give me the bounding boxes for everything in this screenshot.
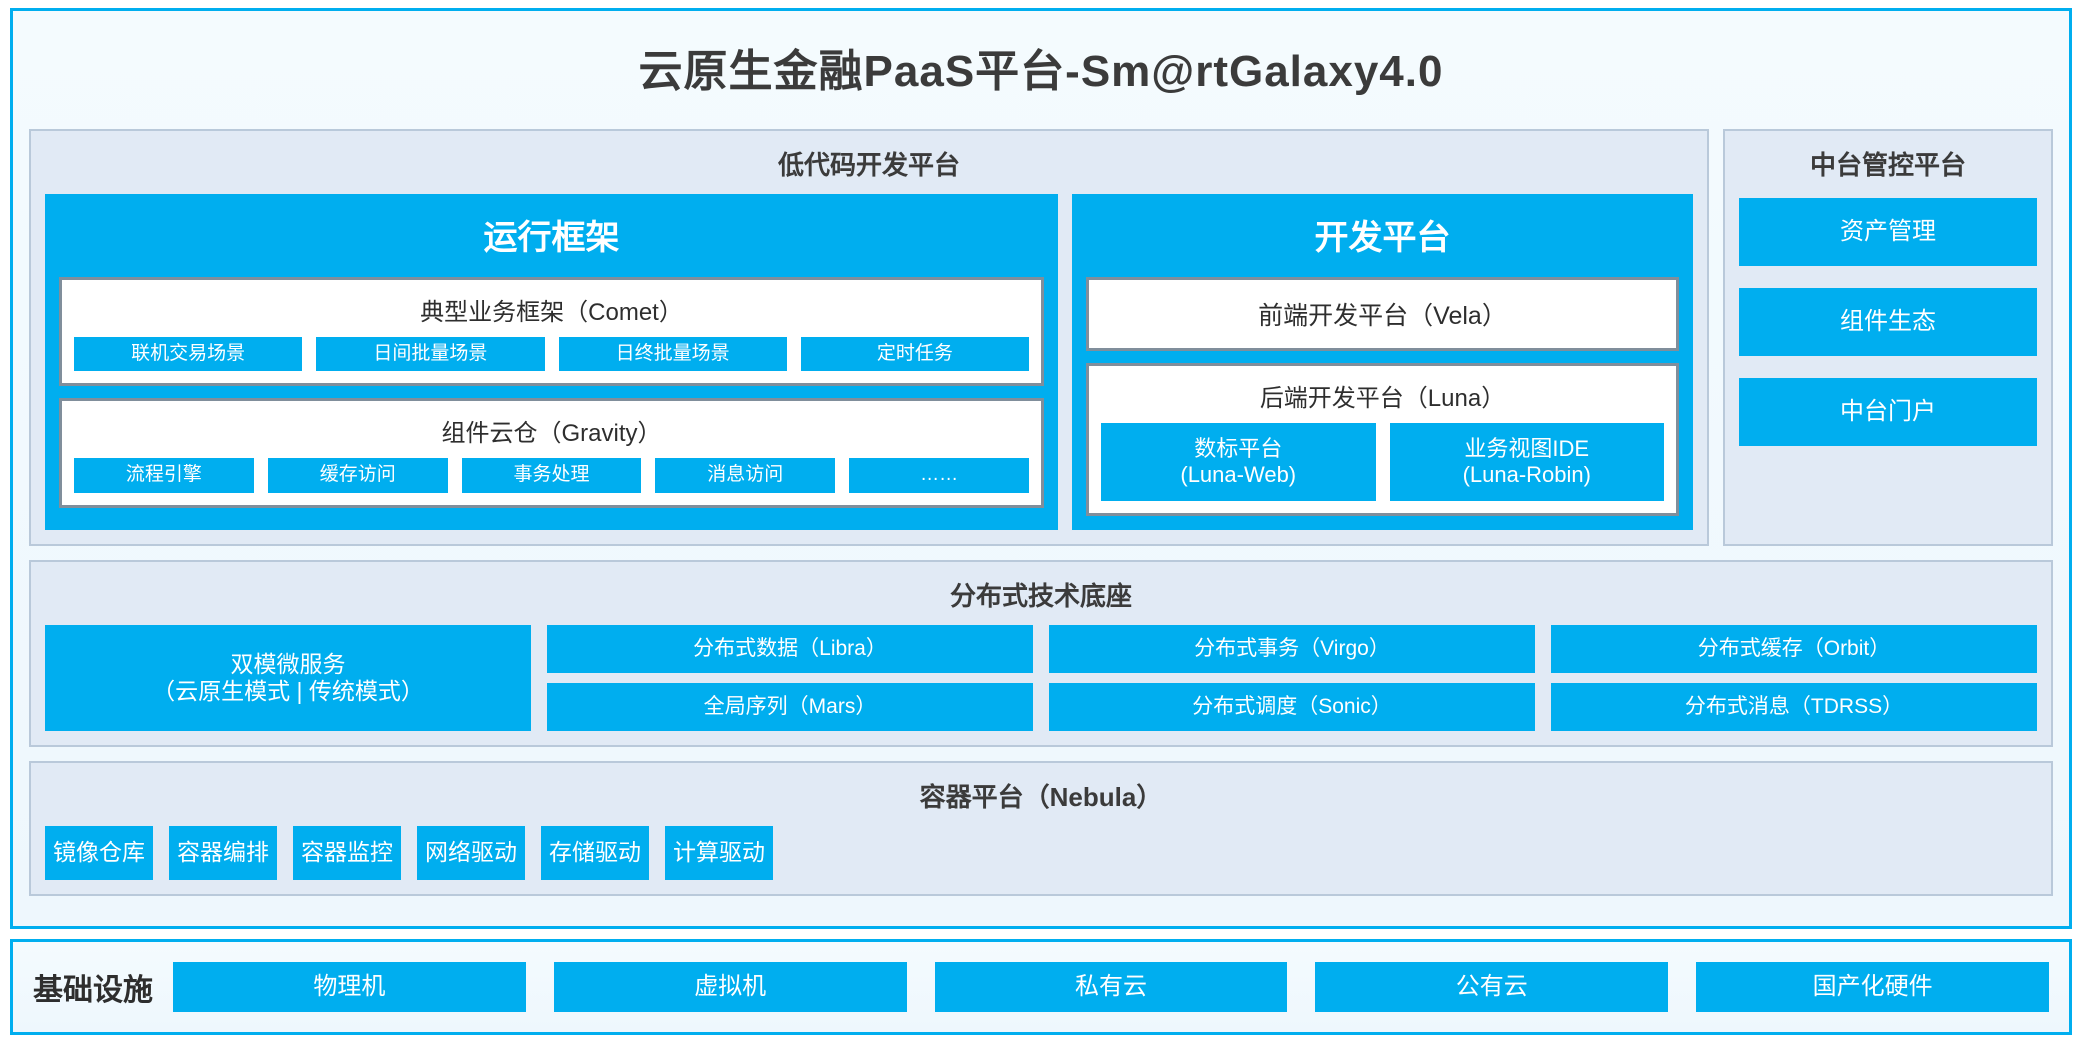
lowcode-platform-group: 低代码开发平台 运行框架 典型业务框架（Comet） 联机交易场景 日间批量场景… [29,129,1709,546]
techbase-column-1: 分布式数据（Libra） 全局序列（Mars） [547,625,1033,731]
console-item-asset-management[interactable]: 资产管理 [1739,198,2037,266]
infra-item-public-cloud[interactable]: 公有云 [1315,962,1669,1012]
development-platform-title: 开发平台 [1314,219,1451,257]
lowcode-inner: 运行框架 典型业务框架（Comet） 联机交易场景 日间批量场景 日终批量场景 … [45,194,1693,530]
techbase-item-sonic[interactable]: 分布式调度（Sonic） [1049,683,1535,731]
comet-item-4[interactable]: 定时任务 [800,337,1029,372]
container-item-orchestration[interactable]: 容器编排 [169,826,277,880]
techbase-row: 双模微服务 （云原生模式 | 传统模式） 分布式数据（Libra） 全局序列（M… [45,625,2037,731]
gravity-item-5[interactable]: …… [849,458,1029,493]
console-item-component-ecosystem[interactable]: 组件生态 [1739,288,2037,356]
infra-item-physical-machine[interactable]: 物理机 [173,962,526,1012]
comet-card: 典型业务框架（Comet） 联机交易场景 日间批量场景 日终批量场景 定时任务 [59,277,1045,387]
techbase-microservice-modes: （云原生模式 | 传统模式） [152,678,424,704]
luna-item-lunarobin-name: 业务视图IDE [1464,436,1590,462]
techbase-item-tdrss[interactable]: 分布式消息（TDRSS） [1551,683,2037,731]
console-platform-title: 中台管控平台 [1809,150,1966,180]
platform-panel: 云原生金融PaaS平台-Sm@rtGalaxy4.0 低代码开发平台 运行框架 … [10,8,2072,929]
gravity-title: 组件云仓（Gravity） [441,420,662,448]
container-item-monitoring[interactable]: 容器监控 [293,826,401,880]
vela-card[interactable]: 前端开发平台（Vela） [1086,277,1679,351]
techbase-column-3: 分布式缓存（Orbit） 分布式消息（TDRSS） [1551,625,2037,731]
container-item-storage-driver[interactable]: 存储驱动 [541,826,649,880]
container-platform-title: 容器平台（Nebula） [919,782,1163,812]
luna-items: 数标平台 (Luna-Web) 业务视图IDE (Luna-Robin) [1101,423,1665,501]
comet-item-1[interactable]: 联机交易场景 [74,337,303,372]
luna-card: 后端开发平台（Luna） 数标平台 (Luna-Web) 业务视图IDE (Lu… [1086,363,1679,516]
infrastructure-items: 物理机 虚拟机 私有云 公有云 国产化硬件 [173,962,2049,1012]
techbase-microservice[interactable]: 双模微服务 （云原生模式 | 传统模式） [45,625,531,731]
vela-title: 前端开发平台（Vela） [1258,302,1507,330]
container-item-compute-driver[interactable]: 计算驱动 [665,826,773,880]
page-title: 云原生金融PaaS平台-Sm@rtGalaxy4.0 [638,47,1444,96]
infra-item-private-cloud[interactable]: 私有云 [934,962,1288,1012]
luna-item-lunarobin[interactable]: 业务视图IDE (Luna-Robin) [1389,423,1665,501]
container-platform-group: 容器平台（Nebula） 镜像仓库 容器编排 容器监控 网络驱动 存储驱动 计算… [29,761,2053,896]
console-platform-group: 中台管控平台 资产管理 组件生态 中台门户 [1723,129,2053,546]
luna-item-lunaweb-code: (Luna-Web) [1180,462,1297,487]
infra-item-virtual-machine[interactable]: 虚拟机 [553,962,907,1012]
luna-title: 后端开发平台（Luna） [1259,385,1506,412]
techbase-microservice-wrap: 双模微服务 （云原生模式 | 传统模式） [45,625,531,731]
techbase-title: 分布式技术底座 [949,581,1132,611]
techbase-item-mars[interactable]: 全局序列（Mars） [547,683,1033,731]
console-item-portal[interactable]: 中台门户 [1739,378,2037,446]
runtime-framework-block: 运行框架 典型业务框架（Comet） 联机交易场景 日间批量场景 日终批量场景 … [45,194,1059,530]
luna-item-lunarobin-code: (Luna-Robin) [1462,462,1591,487]
techbase-item-virgo[interactable]: 分布式事务（Virgo） [1049,625,1535,673]
gravity-items: 流程引擎 缓存访问 事务处理 消息访问 …… [74,458,1029,493]
console-items: 资产管理 组件生态 中台门户 [1739,194,2037,446]
techbase-item-libra[interactable]: 分布式数据（Libra） [547,625,1033,673]
lowcode-platform-title: 低代码开发平台 [777,150,960,180]
comet-item-2[interactable]: 日间批量场景 [316,337,545,372]
infrastructure-panel: 基础设施 物理机 虚拟机 私有云 公有云 国产化硬件 [10,939,2072,1035]
infra-item-domestic-hardware[interactable]: 国产化硬件 [1696,962,2049,1012]
container-item-image-registry[interactable]: 镜像仓库 [45,826,153,880]
luna-item-lunaweb-name: 数标平台 [1194,436,1283,462]
container-item-network-driver[interactable]: 网络驱动 [417,826,525,880]
comet-item-3[interactable]: 日终批量场景 [558,337,787,372]
techbase-column-2: 分布式事务（Virgo） 分布式调度（Sonic） [1049,625,1535,731]
container-platform-items: 镜像仓库 容器编排 容器监控 网络驱动 存储驱动 计算驱动 [45,826,2037,880]
gravity-item-3[interactable]: 事务处理 [461,458,642,493]
runtime-framework-title: 运行框架 [483,219,620,257]
development-platform-block: 开发平台 前端开发平台（Vela） 后端开发平台（Luna） 数标平台 (Lun… [1072,194,1693,530]
gravity-item-1[interactable]: 流程引擎 [74,458,254,493]
luna-item-lunaweb[interactable]: 数标平台 (Luna-Web) [1101,423,1376,501]
infrastructure-label: 基础设施 [33,974,153,1007]
top-row: 低代码开发平台 运行框架 典型业务框架（Comet） 联机交易场景 日间批量场景… [29,129,2053,546]
comet-items: 联机交易场景 日间批量场景 日终批量场景 定时任务 [74,337,1029,372]
gravity-item-4[interactable]: 消息访问 [655,458,836,493]
techbase-group: 分布式技术底座 双模微服务 （云原生模式 | 传统模式） 分布式数据（Libra… [29,560,2053,747]
gravity-card: 组件云仓（Gravity） 流程引擎 缓存访问 事务处理 消息访问 …… [59,398,1045,508]
techbase-item-orbit[interactable]: 分布式缓存（Orbit） [1551,625,2037,673]
techbase-microservice-name: 双模微服务 [230,650,346,677]
comet-title: 典型业务框架（Comet） [420,299,683,326]
gravity-item-2[interactable]: 缓存访问 [267,458,448,493]
